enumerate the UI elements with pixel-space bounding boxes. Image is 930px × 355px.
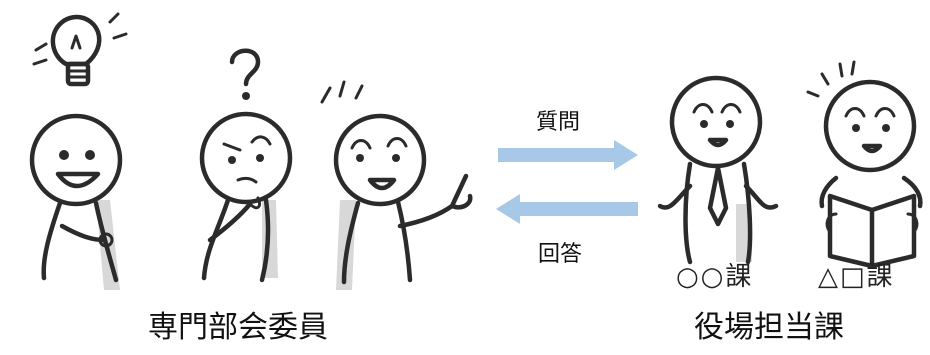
right-group-label: 役場担当課 <box>694 310 844 345</box>
figure-idea <box>29 12 128 290</box>
question-mark-icon <box>229 48 261 100</box>
answer-arrow <box>496 194 638 224</box>
dept2-label: △□課 <box>818 262 895 292</box>
question-arrow <box>498 140 638 170</box>
figure-reader <box>806 60 923 269</box>
figure-explaining <box>320 80 473 290</box>
figure-confused <box>199 48 293 283</box>
left-group-label: 専門部会委員 <box>148 310 328 345</box>
answer-label: 回答 <box>538 242 583 267</box>
question-label: 質問 <box>536 110 581 135</box>
figure-office-worker <box>657 75 779 265</box>
lightbulb-icon <box>32 12 128 87</box>
dept1-label: ○○課 <box>676 262 754 292</box>
